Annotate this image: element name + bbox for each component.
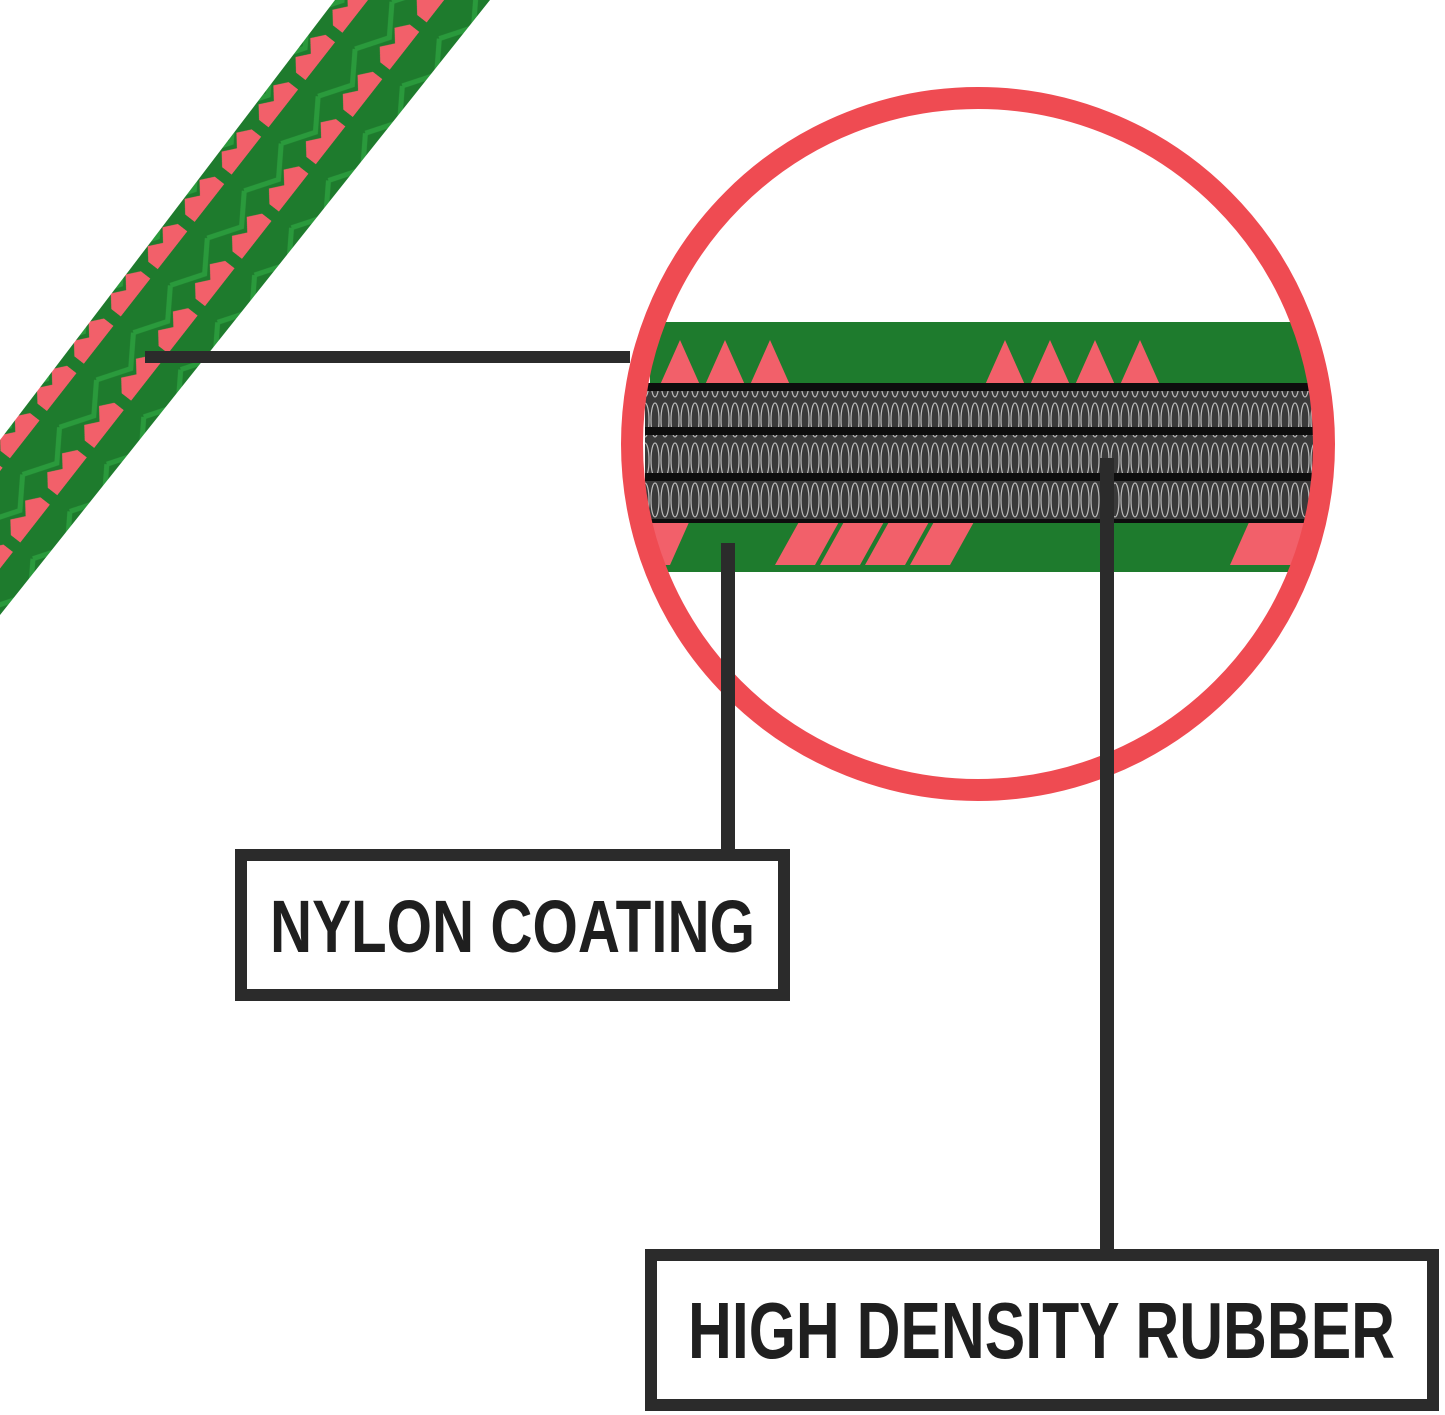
nylon-coating-label: NYLON COATING <box>270 885 755 968</box>
nylon-coating-callout: NYLON COATING <box>235 849 790 1001</box>
high-density-rubber-label: HIGH DENSITY RUBBER <box>688 1286 1395 1375</box>
magnified-cord-section <box>645 322 1318 572</box>
high-density-rubber-callout: HIGH DENSITY RUBBER <box>645 1249 1439 1411</box>
leader-line-nylon <box>721 543 735 855</box>
bungee-cord-strand <box>0 0 490 615</box>
leader-line-strand <box>145 351 630 363</box>
leader-line-rubber <box>1100 458 1114 1252</box>
magnifier-ring <box>621 87 1335 801</box>
